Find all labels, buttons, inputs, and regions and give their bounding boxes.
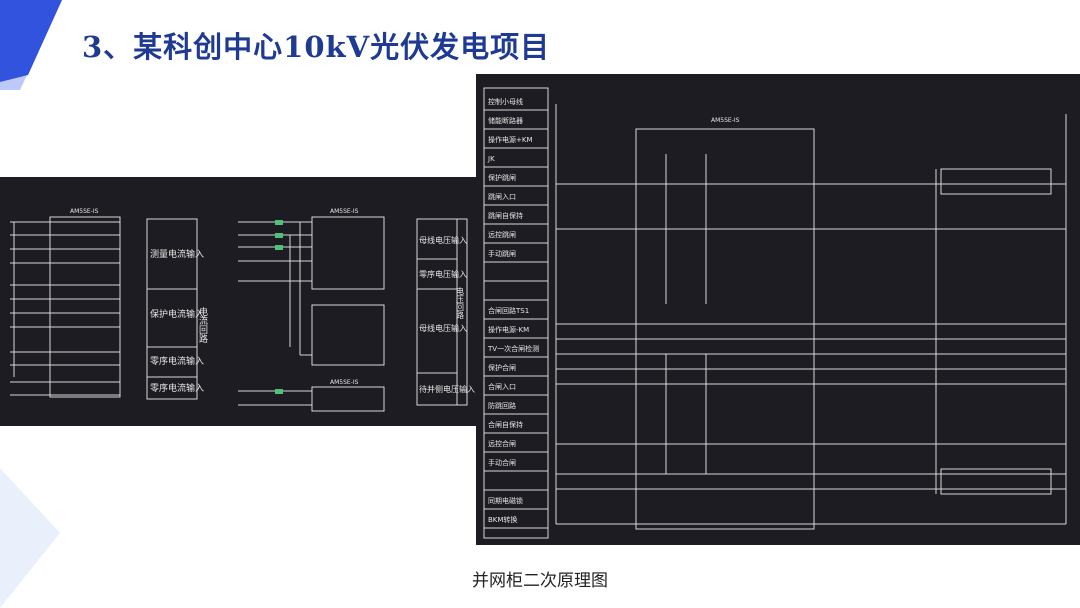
function-label-1: 测量电流输入 [150, 248, 204, 260]
voltage-label-1: 母线电压输入 [419, 235, 467, 245]
function-label: TV一次合闸检测 [487, 344, 539, 353]
function-label: 跳闸入口 [488, 192, 516, 201]
voltage-label-3: 母线电压输入 [419, 323, 467, 333]
schematic-panel-right: AM5SE-IS 控制小母线储能断路器操作电源+KM JK 保护跳闸跳闸入口跳闸自保… [476, 74, 1080, 545]
device-label: AM5SE-IS [711, 117, 740, 124]
function-label: 操作电源-KM [488, 325, 529, 334]
schematic-left: AM5SE-IS AM5SE-IS AM5SE-IS 测量电流输入 保护电流输入… [10, 208, 475, 412]
function-label-4: 零序电流输入 [150, 382, 204, 394]
slide-title: 3、某科创中心10kV光伏发电项目 [82, 30, 551, 64]
function-label-3: 零序电流输入 [150, 355, 204, 367]
function-label: 跳闸自保持 [488, 211, 523, 220]
voltage-label-4: 待并侧电压输入 [419, 384, 475, 394]
function-label-2: 保护电流输入 [150, 308, 204, 320]
function-label: 防跳回路 [488, 401, 516, 410]
function-label: JK [487, 155, 495, 163]
function-label: 远控合闸 [488, 439, 516, 448]
schematic-panel-left: AM5SE-IS AM5SE-IS AM5SE-IS 测量电流输入 保护电流输入… [0, 177, 478, 426]
voltage-label-2: 零序电压输入 [419, 269, 467, 279]
function-label: BKM转换 [488, 515, 517, 524]
device-label-3: AM5SE-IS [330, 379, 359, 386]
function-label: 手动跳闸 [488, 249, 516, 258]
bottom-decoration [0, 468, 60, 608]
corner-decoration [0, 0, 95, 90]
figure-caption: 并网柜二次原理图 [472, 571, 608, 591]
device-label-2: AM5SE-IS [330, 208, 359, 215]
side-label-voltage: 电压回路 [456, 286, 465, 319]
side-label-current: 电流回路 [197, 306, 208, 344]
function-label: 合闸入口 [488, 382, 516, 391]
device-label-1: AM5SE-IS [70, 208, 99, 215]
function-label: 合闸自保持 [488, 420, 523, 429]
function-label: 手动合闸 [488, 458, 516, 467]
function-label: 远控跳闸 [488, 230, 516, 239]
function-label: 保护跳闸 [488, 173, 516, 182]
function-label: 控制小母线 [488, 97, 523, 106]
function-label: 同期电磁锁 [488, 496, 523, 505]
function-label: 合闸回路TS1 [488, 306, 529, 315]
function-label: 保护合闸 [488, 363, 516, 372]
function-label: 储能断路器 [488, 116, 523, 125]
function-label: 操作电源+KM [488, 135, 533, 144]
